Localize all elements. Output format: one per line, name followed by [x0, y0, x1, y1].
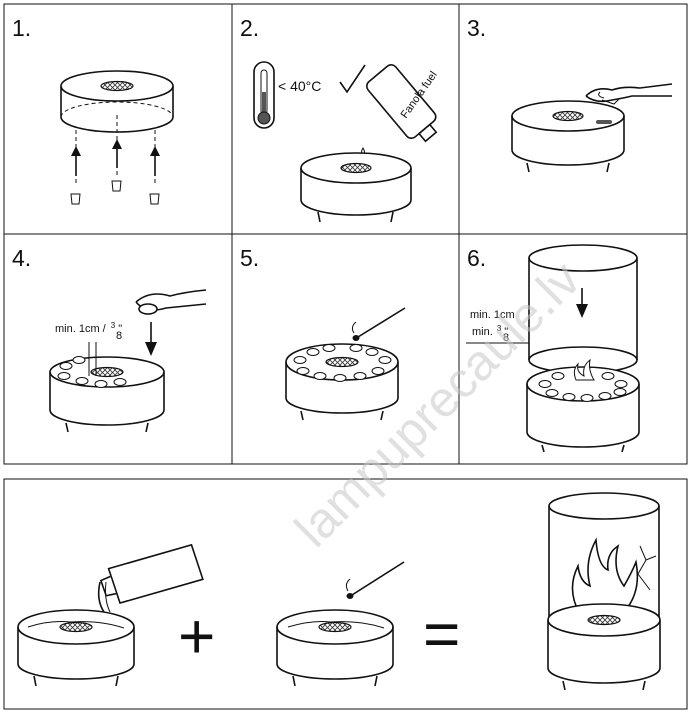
down-arrow-icon — [576, 304, 588, 318]
step-4-number: 4. — [12, 245, 31, 271]
thermometer-icon — [254, 62, 274, 128]
temperature-label: < 40°C — [278, 78, 321, 94]
step-1: 1. — [12, 15, 173, 204]
down-arrow-icon — [145, 342, 157, 356]
match-icon — [346, 562, 404, 599]
lit-fireplace-illustration — [548, 493, 660, 690]
match-icon — [352, 308, 405, 341]
check-icon — [340, 65, 365, 92]
distance-label: min. 1cm / 3" — [55, 321, 122, 335]
burner-fuel-illustration — [277, 610, 393, 686]
step-3: 3. — [467, 15, 672, 172]
crack-icon — [638, 546, 656, 590]
up-arrows — [71, 139, 160, 176]
step-1-number: 1. — [12, 15, 31, 41]
step-2-number: 2. — [240, 15, 259, 41]
burner-with-flame-illustration — [527, 360, 639, 452]
fraction-denominator: 8 — [116, 330, 122, 342]
burner-base-illustration — [301, 153, 411, 222]
flame-icon — [572, 540, 637, 614]
step-2: 2. < 40°C Fanola fuel — [240, 15, 445, 222]
burner-with-stones-illustration — [286, 344, 398, 420]
step-4: 4. min. 1cm / 3" 8 — [12, 245, 206, 432]
equals-sign: = — [423, 598, 460, 670]
feet-icon — [71, 181, 159, 204]
step-6-number: 6. — [467, 245, 486, 271]
burner-fuel-illustration — [18, 610, 134, 686]
step-5: 5. — [240, 245, 405, 420]
hand-icon — [136, 290, 206, 314]
plus-sign: + — [178, 600, 215, 672]
fuel-bottle-illustration: Fanola fuel — [364, 62, 444, 148]
hand-icon — [586, 84, 672, 104]
pebble-icon — [139, 304, 157, 314]
burner-with-stones-illustration — [50, 342, 164, 432]
burner-lid-illustration — [61, 71, 173, 186]
burner-illustration — [512, 101, 624, 172]
step-3-number: 3. — [467, 15, 486, 41]
watermark: lampuprecaule.lv — [284, 251, 591, 558]
step-5-number: 5. — [240, 245, 259, 271]
